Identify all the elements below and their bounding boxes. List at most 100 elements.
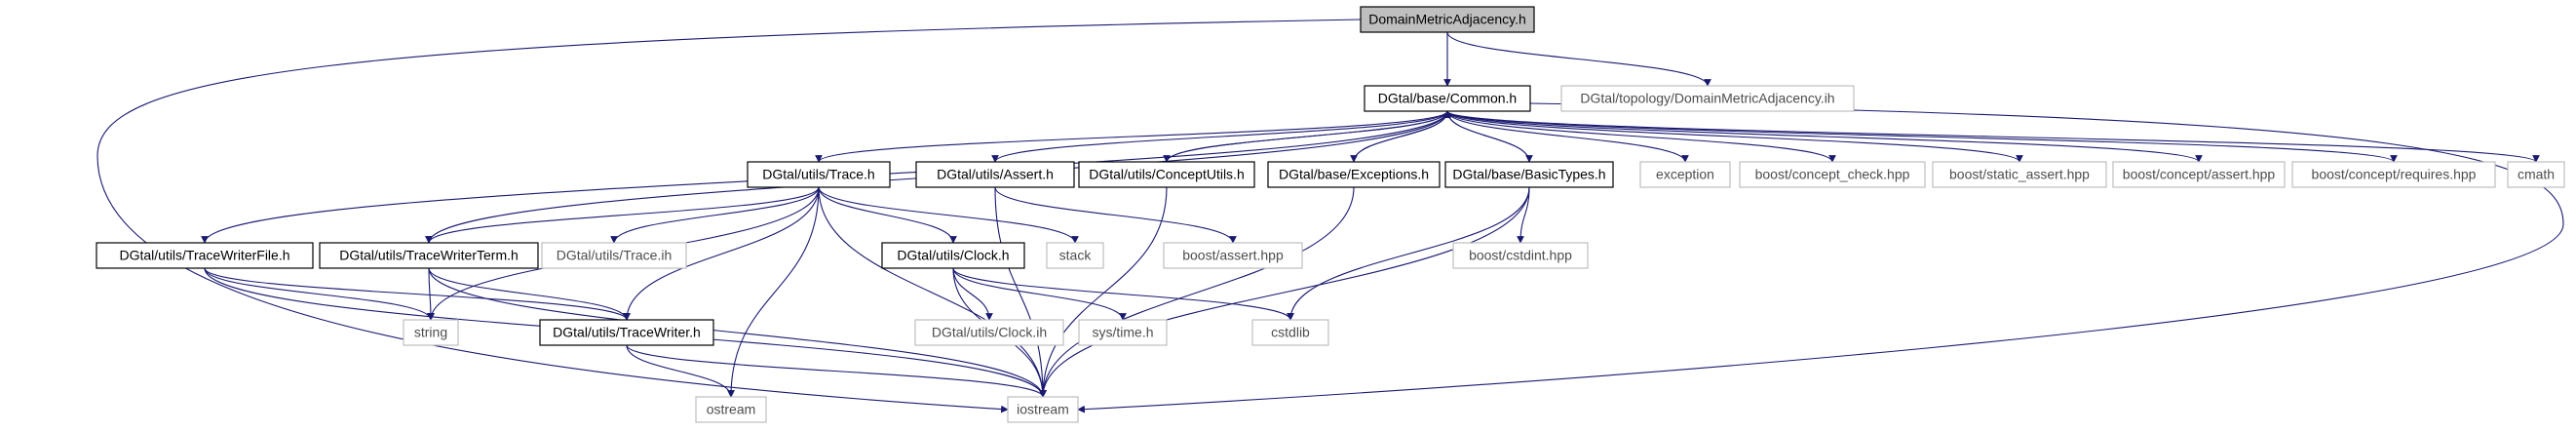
node-label-bcassert: boost/concept/assert.hpp [2123, 167, 2276, 182]
node-box-trace_ih [541, 242, 687, 269]
node-twterm[interactable]: DGtal/utils/TraceWriterTerm.h [319, 242, 539, 269]
node-clock[interactable]: DGtal/utils/Clock.h [881, 242, 1025, 269]
node-label-bcstdint: boost/cstdint.hpp [1469, 248, 1572, 263]
node-box-bassert [1163, 242, 1303, 269]
node-box-stack [1046, 242, 1104, 269]
node-label-cstdlib: cstdlib [1271, 325, 1310, 340]
node-box-trace [747, 161, 891, 188]
node-box-bcstdint [1452, 242, 1589, 269]
node-trace_ih: DGtal/utils/Trace.ih [541, 242, 687, 269]
node-cstdlib: cstdlib [1251, 319, 1329, 346]
node-root[interactable]: DomainMetricAdjacency.h [1360, 6, 1535, 33]
node-label-bstatic: boost/static_assert.hpp [1949, 167, 2090, 182]
node-cmath: cmath [2507, 161, 2565, 188]
edge-twfile-to-tw [204, 267, 631, 321]
edge-common-to-cmath [1446, 110, 2540, 163]
node-bassert: boost/assert.hpp [1163, 242, 1303, 269]
edge-twterm-to-iostream [428, 267, 1047, 398]
edge-clock-to-clock_ih [952, 267, 993, 321]
edge-twterm-to-string [427, 267, 435, 321]
node-label-twfile: DGtal/utils/TraceWriterFile.h [119, 248, 289, 263]
edge-trace-to-stack [818, 186, 1079, 244]
node-systime: sys/time.h [1078, 319, 1168, 346]
node-bcassert: boost/concept/assert.hpp [2112, 161, 2286, 188]
node-layer: DomainMetricAdjacency.hDGtal/base/Common… [96, 6, 2565, 423]
node-label-basictypes: DGtal/base/BasicTypes.h [1452, 167, 1605, 182]
edge-root-to-dma_ih [1446, 31, 1711, 87]
node-label-clock: DGtal/utils/Clock.h [897, 248, 1009, 263]
edge-trace-to-trace_ih [610, 186, 820, 244]
node-box-ostream [695, 396, 767, 423]
node-box-twfile [96, 242, 314, 269]
node-label-cmath: cmath [2518, 167, 2555, 182]
node-label-trace: DGtal/utils/Trace.h [762, 167, 874, 182]
node-bconcept: boost/concept_check.hpp [1739, 161, 1926, 188]
edge-exceptions-to-common [1353, 110, 1451, 163]
node-common[interactable]: DGtal/base/Common.h [1364, 85, 1531, 112]
node-conceptutils[interactable]: DGtal/utils/ConceptUtils.h [1078, 161, 1255, 188]
node-box-conceptutils [1078, 161, 1255, 188]
node-box-clock_ih [914, 319, 1064, 346]
edge-layer [96, 19, 2564, 413]
edge-trace-to-tw [623, 186, 820, 321]
node-box-common [1364, 85, 1531, 112]
node-ostream: ostream [695, 396, 767, 423]
edge-common-to-bcassert [1446, 110, 2203, 163]
node-box-dma_ih [1560, 85, 1855, 112]
edge-conceptutils-to-iostream [1039, 186, 1168, 398]
node-box-bconcept [1739, 161, 1926, 188]
node-trace[interactable]: DGtal/utils/Trace.h [747, 161, 891, 188]
node-label-twterm: DGtal/utils/TraceWriterTerm.h [339, 248, 519, 263]
node-label-bconcept: boost/concept_check.hpp [1755, 167, 1910, 182]
edge-common-to-exception [1446, 110, 1689, 163]
node-stack: stack [1046, 242, 1104, 269]
edge-clock-to-cstdlib [952, 267, 1294, 321]
node-label-clock_ih: DGtal/utils/Clock.ih [932, 325, 1047, 340]
node-assert[interactable]: DGtal/utils/Assert.h [915, 161, 1075, 188]
edge-common-to-assert [991, 110, 1448, 163]
node-box-root [1360, 6, 1535, 33]
node-label-ostream: ostream [707, 402, 756, 417]
edge-common-to-bstatic [1446, 110, 2023, 163]
node-exceptions[interactable]: DGtal/base/Exceptions.h [1267, 161, 1441, 188]
node-basictypes[interactable]: DGtal/base/BasicTypes.h [1444, 161, 1614, 188]
node-label-stack: stack [1059, 248, 1093, 263]
node-dma_ih: DGtal/topology/DomainMetricAdjacency.ih [1560, 85, 1855, 112]
node-label-trace_ih: DGtal/utils/Trace.ih [557, 248, 673, 263]
edge-twterm-to-tw [428, 267, 631, 321]
node-box-systime [1078, 319, 1168, 346]
node-string: string [403, 319, 459, 346]
edge-twfile-to-string [204, 267, 435, 321]
edge-basictypes-to-cstdlib [1287, 186, 1530, 321]
edge-trace-to-clock [818, 186, 957, 244]
edge-exceptions-to-iostream [1039, 186, 1355, 398]
node-label-systime: sys/time.h [1092, 325, 1153, 340]
edge-common-to-bcrequires [1446, 110, 2398, 163]
node-twfile[interactable]: DGtal/utils/TraceWriterFile.h [96, 242, 314, 269]
edge-trace-to-twterm [425, 186, 820, 244]
node-label-conceptutils: DGtal/utils/ConceptUtils.h [1089, 167, 1245, 182]
node-box-cstdlib [1251, 319, 1329, 346]
node-box-cmath [2507, 161, 2565, 188]
edge-trace-to-ostream [727, 186, 820, 398]
node-label-exceptions: DGtal/base/Exceptions.h [1279, 167, 1429, 182]
edge-assert-to-iostream [994, 186, 1047, 398]
node-label-common: DGtal/base/Common.h [1378, 91, 1517, 106]
node-label-string: string [414, 325, 447, 340]
node-exception: exception [1639, 161, 1731, 188]
edge-trace-to-iostream [818, 186, 1047, 398]
node-iostream: iostream [1007, 396, 1079, 423]
node-tw[interactable]: DGtal/utils/TraceWriter.h [539, 319, 714, 346]
edge-root-to-iostream [96, 19, 1362, 413]
node-label-bassert: boost/assert.hpp [1182, 248, 1284, 263]
node-box-assert [915, 161, 1075, 188]
edge-basictypes-to-common [1443, 110, 1530, 163]
node-label-iostream: iostream [1017, 402, 1069, 417]
node-box-exceptions [1267, 161, 1441, 188]
node-label-dma_ih: DGtal/topology/DomainMetricAdjacency.ih [1580, 91, 1834, 106]
edge-tw-to-iostream [626, 344, 1047, 398]
node-bcrequires: boost/concept/requires.hpp [2291, 161, 2496, 188]
node-box-twterm [319, 242, 539, 269]
edge-common-to-trace [815, 110, 1448, 163]
node-label-exception: exception [1656, 167, 1714, 182]
